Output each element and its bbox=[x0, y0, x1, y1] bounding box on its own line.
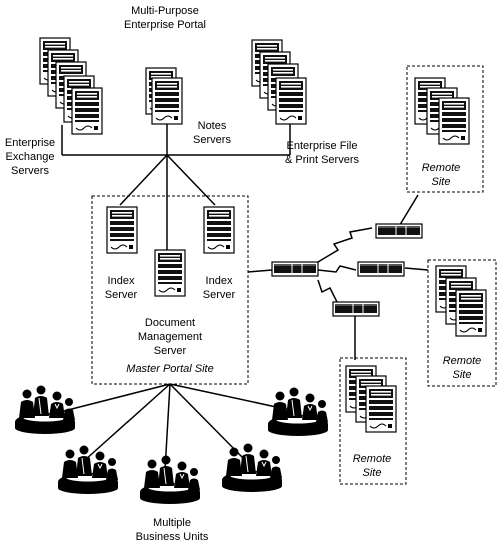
remote-top-label-2: Site bbox=[432, 176, 451, 188]
index-right-label-2: Server bbox=[203, 289, 236, 301]
units-label-2: Business Units bbox=[136, 531, 209, 543]
remote-top-servers bbox=[414, 77, 470, 145]
index-left-label-2: Server bbox=[105, 289, 138, 301]
fileprint-label-1: Enterprise File bbox=[287, 140, 358, 152]
file-print-servers bbox=[251, 39, 307, 125]
doc-label-2: Management bbox=[138, 331, 202, 343]
index-left-label-1: Index bbox=[108, 275, 135, 287]
remote-top-label-1: Remote bbox=[422, 162, 461, 174]
document-management-server bbox=[154, 249, 186, 297]
exchange-label-3: Servers bbox=[11, 165, 49, 177]
router-top bbox=[375, 223, 423, 239]
remote-bottom-label-1: Remote bbox=[353, 453, 392, 465]
remote-right-label-1: Remote bbox=[443, 355, 482, 367]
doc-label-1: Document bbox=[145, 317, 195, 329]
business-units bbox=[14, 385, 329, 505]
remote-site-right-box bbox=[427, 259, 497, 387]
remote-site-top-box bbox=[406, 65, 484, 193]
router-right bbox=[357, 261, 405, 277]
index-server-left bbox=[106, 206, 138, 254]
remote-right-label-2: Site bbox=[453, 369, 472, 381]
fileprint-label-2: & Print Servers bbox=[285, 154, 359, 166]
portal-label-1: Multi-Purpose bbox=[131, 5, 199, 17]
doc-label-3: Server bbox=[154, 345, 187, 357]
router-central bbox=[271, 261, 319, 277]
exchange-label-1: Enterprise bbox=[5, 137, 55, 149]
remote-bottom-servers bbox=[345, 365, 397, 433]
exchange-label-2: Exchange bbox=[6, 151, 55, 163]
remote-bottom-label-2: Site bbox=[363, 467, 382, 479]
index-right-label-1: Index bbox=[206, 275, 233, 287]
remote-site-bottom-box bbox=[339, 357, 407, 485]
router-bottom bbox=[332, 301, 380, 317]
notes-label-1: Notes bbox=[198, 120, 227, 132]
index-server-right bbox=[203, 206, 235, 254]
units-label-1: Multiple bbox=[153, 517, 191, 529]
exchange-servers bbox=[39, 37, 103, 135]
portal-label-2: Enterprise Portal bbox=[124, 19, 206, 31]
notes-label-2: Servers bbox=[193, 134, 231, 146]
notes-servers bbox=[145, 67, 183, 125]
master-portal-site-box bbox=[91, 195, 249, 385]
master-site-label: Master Portal Site bbox=[126, 363, 213, 375]
connection-lines bbox=[59, 120, 429, 471]
remote-right-servers bbox=[435, 265, 487, 337]
